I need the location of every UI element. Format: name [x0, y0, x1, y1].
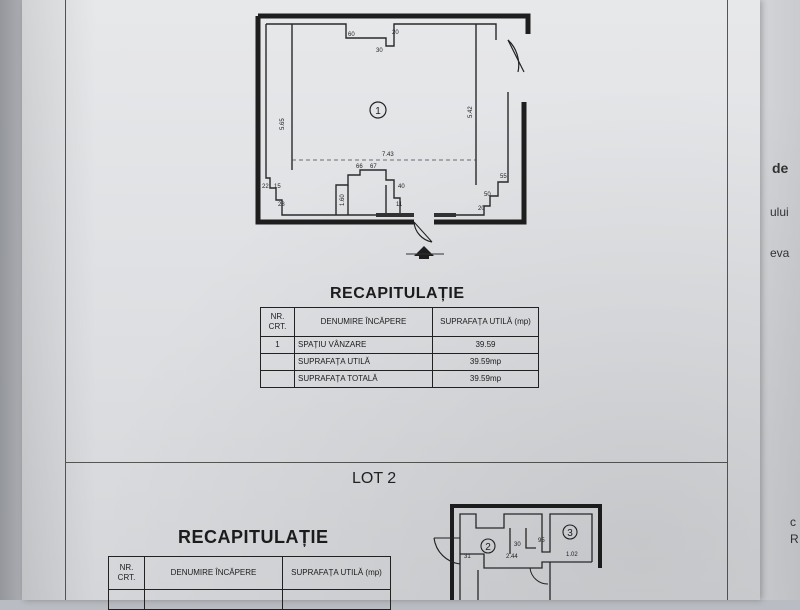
- dimension-label: 20: [392, 30, 399, 36]
- side-fragment: eva: [770, 246, 790, 260]
- entrance-arrow-icon: [406, 246, 444, 259]
- side-fragment: de: [772, 160, 789, 176]
- cell-area: 39.59mp: [432, 370, 539, 388]
- header-room-name: DENUMIRE ÎNCĂPERE: [144, 556, 283, 590]
- header-usable-area: SUPRAFAȚA UTILĂ (mp): [432, 307, 539, 337]
- dimension-label: 66: [356, 164, 363, 170]
- header-room-name: DENUMIRE ÎNCĂPERE: [294, 307, 433, 337]
- lot-separator-line: [65, 462, 727, 463]
- cell-area: 39.59: [432, 336, 539, 354]
- lot1-recap-title: RECAPITULAȚIE: [330, 285, 465, 302]
- dimension-label: 30: [514, 542, 521, 548]
- cell-room-name: SUPRAFAȚA UTILĂ: [294, 353, 433, 371]
- table-header-row: NR. CRT. DENUMIRE ÎNCĂPERE SUPRAFAȚA UTI…: [108, 556, 391, 590]
- cell-area: 39.59mp: [432, 353, 539, 371]
- table-header-row: NR. CRT. DENUMIRE ÎNCĂPERE SUPRAFAȚA UTI…: [260, 307, 539, 337]
- lot1-recap-table: NR. CRT. DENUMIRE ÎNCĂPERE SUPRAFAȚA UTI…: [260, 307, 539, 388]
- header-nr-crt: NR. CRT.: [260, 307, 295, 337]
- lot2-recap-table: NR. CRT. DENUMIRE ÎNCĂPERE SUPRAFAȚA UTI…: [108, 556, 391, 610]
- dimension-label: 1.60: [340, 194, 346, 206]
- lot2-room-marker: [480, 538, 496, 554]
- lot2-door-swing-inner: [529, 567, 549, 585]
- side-fragment: c: [790, 515, 796, 529]
- dimension-label: 67: [370, 164, 377, 170]
- page-margin-line-left: [65, 0, 66, 600]
- lot2-outer-walls: [450, 504, 602, 600]
- dimension-label: 5.65: [280, 118, 286, 130]
- lot2-door-swing: [433, 537, 461, 565]
- cell-room-name: SUPRAFAȚA TOTALĂ: [294, 370, 433, 388]
- dimension-label: 11: [396, 202, 403, 208]
- lot1-door-swing-entrance: [413, 221, 433, 243]
- lot1-room-marker: [369, 101, 387, 119]
- dimension-label: 95: [538, 538, 545, 544]
- dimension-label: 2.44: [506, 554, 518, 560]
- dimension-label: 5.42: [468, 106, 474, 118]
- lot1-door-swing-top: [507, 39, 520, 73]
- cell-room-name: SPAȚIU VÂNZARE: [294, 336, 433, 354]
- dimension-label: 31: [464, 554, 471, 560]
- lot1-room-number: 1: [375, 106, 381, 117]
- lot1-floor-plan: 1 60 30 20 5.65 5.42 7.43 66 67 1.60 15 …: [255, 13, 531, 259]
- lot2-floor-plan: 2 3 31 30 2.44 95 1.02: [433, 504, 602, 600]
- lot2-recap-title: RECAPITULAȚIE: [178, 527, 329, 547]
- side-fragment: R: [790, 532, 799, 546]
- lot1-outer-walls: [255, 13, 531, 225]
- cell-nr: [260, 353, 295, 371]
- table-row: SUPRAFAȚA UTILĂ 39.59mp: [260, 353, 539, 371]
- dimension-label: 28: [278, 202, 285, 208]
- lot2-room-marker: [562, 524, 578, 540]
- dimension-label: 20: [478, 206, 485, 212]
- side-fragment: ului: [770, 205, 789, 219]
- dimension-label: 30: [376, 48, 383, 54]
- dimension-label: 40: [398, 184, 405, 190]
- lot2-label: LOT 2: [352, 470, 397, 487]
- dimension-label: 1.02: [566, 552, 578, 558]
- dimension-label: 22: [262, 184, 269, 190]
- dimension-label: 50: [484, 192, 491, 198]
- lot2-room-number: 3: [567, 528, 573, 539]
- table-row: 1 SPAȚIU VÂNZARE 39.59: [260, 336, 539, 354]
- lot2-dimension-labels: 31 30 2.44 95 1.02: [464, 538, 578, 560]
- page-margin-line-right: [727, 0, 728, 600]
- dimension-label: 7.43: [382, 152, 394, 158]
- header-nr-crt: NR. CRT.: [108, 556, 145, 590]
- lot2-inner-walls: [459, 513, 593, 600]
- document-page: [22, 0, 760, 600]
- cell-nr: 1: [260, 336, 295, 354]
- lot2-room-number: 2: [485, 542, 491, 553]
- header-usable-area: SUPRAFAȚA UTILĂ (mp): [282, 556, 391, 590]
- dimension-label: 60: [348, 32, 355, 38]
- lot1-inner-walls: [265, 23, 509, 216]
- dimension-label: 15: [274, 184, 281, 190]
- cell-nr: [260, 370, 295, 388]
- lot1-dimension-labels: 60 30 20 5.65 5.42 7.43 66 67 1.60 15 22…: [262, 30, 507, 212]
- dimension-label: 55: [500, 174, 507, 180]
- table-row: SUPRAFAȚA TOTALĂ 39.59mp: [260, 370, 539, 388]
